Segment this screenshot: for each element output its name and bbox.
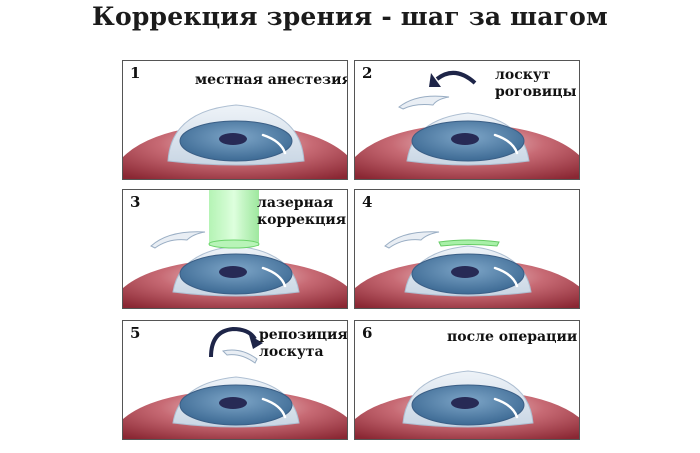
glare-shape — [493, 266, 519, 288]
pupil-shape — [219, 266, 247, 278]
eye-illustration — [355, 370, 579, 439]
pupil-shape — [451, 133, 479, 145]
arrow-shape — [435, 71, 477, 85]
step-1-panel: 1 местная анестезия — [122, 60, 348, 180]
glare-shape — [493, 133, 519, 155]
step-number: 4 — [362, 193, 373, 211]
step-number: 3 — [130, 193, 141, 211]
treated-zone-shape — [438, 239, 500, 247]
eye-illustration — [123, 190, 347, 308]
step-4-panel: 4 — [354, 189, 580, 309]
step-caption: местная анестезия — [195, 72, 348, 88]
step-number: 2 — [362, 64, 373, 82]
pupil-shape — [451, 266, 479, 278]
eye-illustration — [355, 71, 579, 179]
arrow-head-shape — [429, 73, 441, 87]
step-2-panel: 2 лоскут роговицы — [354, 60, 580, 180]
corneal-flap-shape — [398, 95, 450, 110]
pupil-shape — [219, 133, 247, 145]
laser-beam-shape — [209, 190, 259, 246]
step-number: 6 — [362, 324, 373, 342]
glare-shape — [493, 397, 519, 419]
step-caption: лоскут роговицы — [495, 67, 577, 100]
corneal-flap-shape — [222, 349, 258, 364]
eye-illustration — [123, 104, 347, 179]
laser-spot-shape — [208, 239, 260, 249]
pupil-shape — [451, 397, 479, 409]
step-caption: репозиция лоскута — [259, 327, 348, 360]
eye-illustration — [355, 231, 579, 308]
arrow-head-shape — [249, 335, 263, 349]
arrow-shape — [209, 326, 257, 358]
pupil-shape — [219, 397, 247, 409]
corneal-flap-shape — [384, 231, 440, 249]
eye-illustration — [123, 326, 347, 439]
step-3-panel: 3 лазерная коррекция — [122, 189, 348, 309]
diagram-title: Коррекция зрения - шаг за шагом — [92, 2, 608, 31]
step-number: 1 — [130, 64, 141, 82]
glare-shape — [261, 266, 287, 288]
step-caption: после операции — [447, 329, 578, 345]
step-caption: лазерная коррекция — [257, 195, 347, 228]
glare-shape — [261, 133, 287, 155]
glare-shape — [261, 397, 287, 419]
step-6-panel: 6 после операции — [354, 320, 580, 440]
corneal-flap-shape — [150, 231, 206, 249]
step-5-panel: 5 репозиция лоскута — [122, 320, 348, 440]
step-number: 5 — [130, 324, 141, 342]
